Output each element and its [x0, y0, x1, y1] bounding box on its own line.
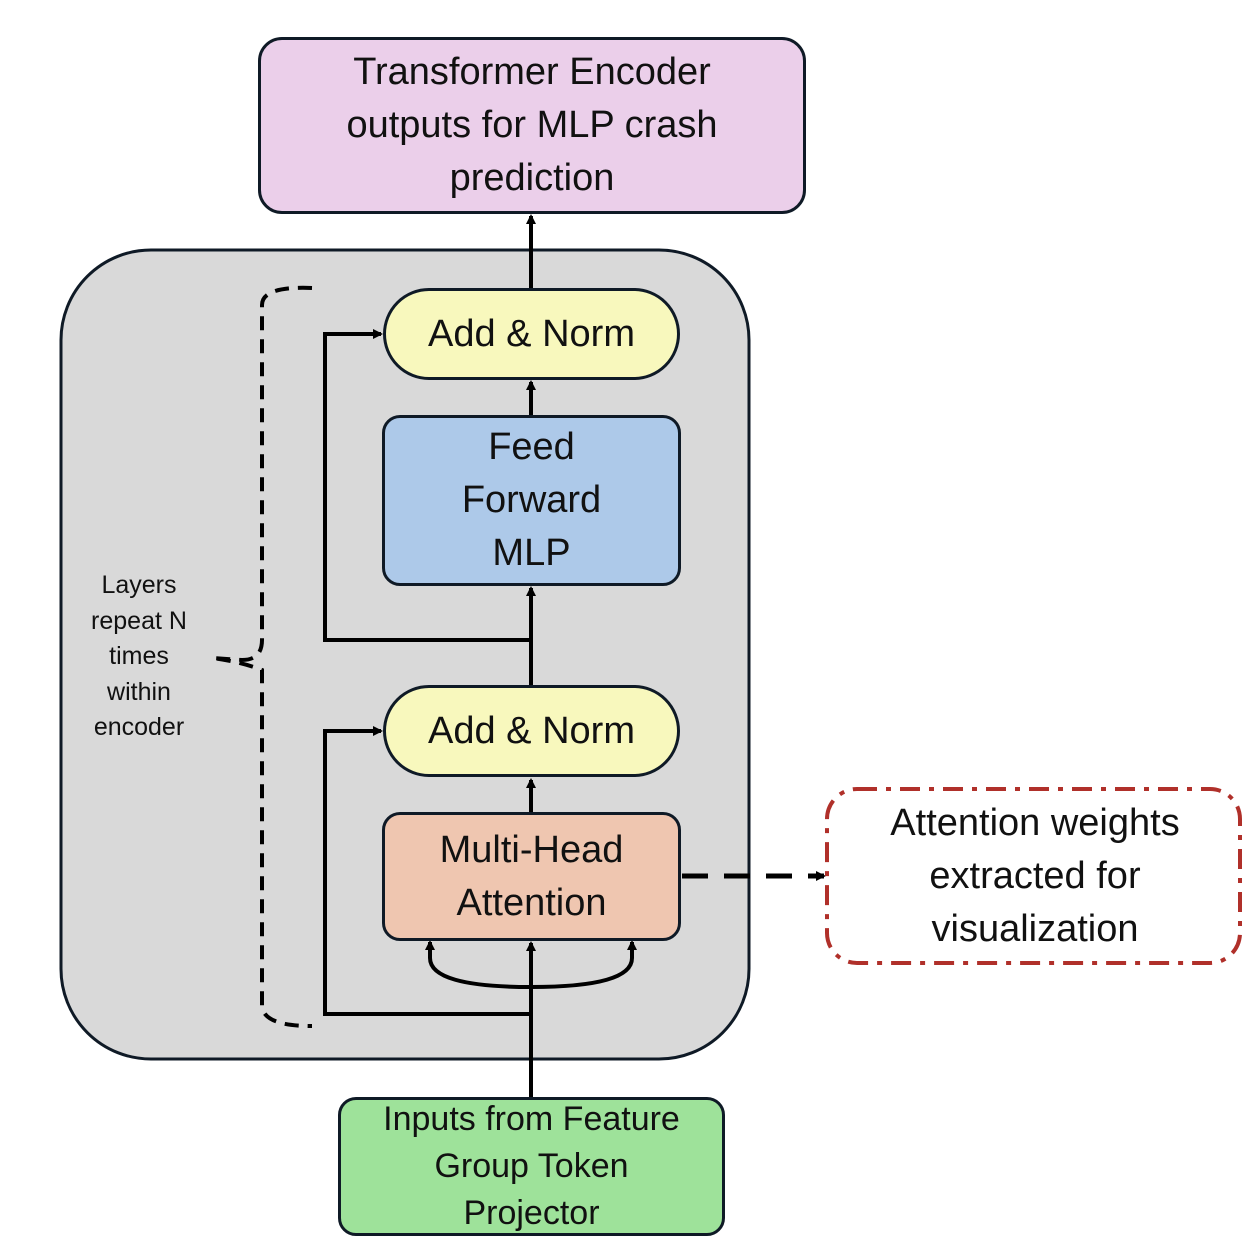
encoder-output-line: Transformer Encoder — [353, 51, 711, 93]
feed-forward-box: Feed Forward MLP — [382, 415, 681, 586]
attention-weights-line: Attention weights — [890, 801, 1180, 844]
inputs-box: Inputs from Feature Group Token Projecto… — [338, 1097, 725, 1236]
layers-repeat-line: encoder — [93, 713, 185, 741]
add-norm-bottom-label: Add & Norm — [428, 709, 635, 752]
attention-weights-line: visualization — [931, 907, 1139, 950]
encoder-output-line: outputs for MLP crash — [346, 104, 718, 146]
layers-repeat-line: within — [107, 677, 171, 706]
residual-connection-bottom — [323, 726, 531, 1016]
encoder-output-line: prediction — [449, 157, 615, 199]
multi-head-attention-box: Multi-Head Attention — [382, 812, 681, 941]
layers-repeat-line: times — [109, 642, 169, 670]
feed-forward-line: MLP — [492, 532, 571, 574]
layers-repeat-line: repeat N — [91, 606, 187, 635]
attention-weights-box: Attention weights extracted for visualiz… — [826, 789, 1244, 963]
encoder-output-box: Transformer Encoder outputs for MLP cras… — [258, 37, 806, 214]
feed-forward-line: Forward — [461, 479, 602, 521]
add-norm-top-label: Add & Norm — [428, 312, 635, 355]
layers-repeat-brace — [211, 285, 313, 1028]
residual-connection-top — [323, 329, 531, 642]
layers-repeat-line: Layers — [101, 571, 177, 599]
feed-forward-line: Feed — [488, 426, 575, 468]
inputs-line: Projector — [463, 1194, 600, 1232]
attention-weights-line: extracted for — [929, 854, 1141, 897]
inputs-line: Inputs from Feature — [383, 1100, 680, 1138]
layers-repeat-label: Layers repeat N times within encoder — [70, 568, 208, 746]
add-norm-bottom-box: Add & Norm — [383, 685, 680, 777]
multi-head-attention-line: Attention — [456, 881, 607, 924]
multi-head-attention-line: Multi-Head — [439, 828, 624, 871]
inputs-line: Group Token — [434, 1147, 629, 1185]
add-norm-top-box: Add & Norm — [383, 288, 680, 380]
attention-split-arc — [428, 943, 634, 990]
attention-weights-border — [825, 787, 1242, 965]
